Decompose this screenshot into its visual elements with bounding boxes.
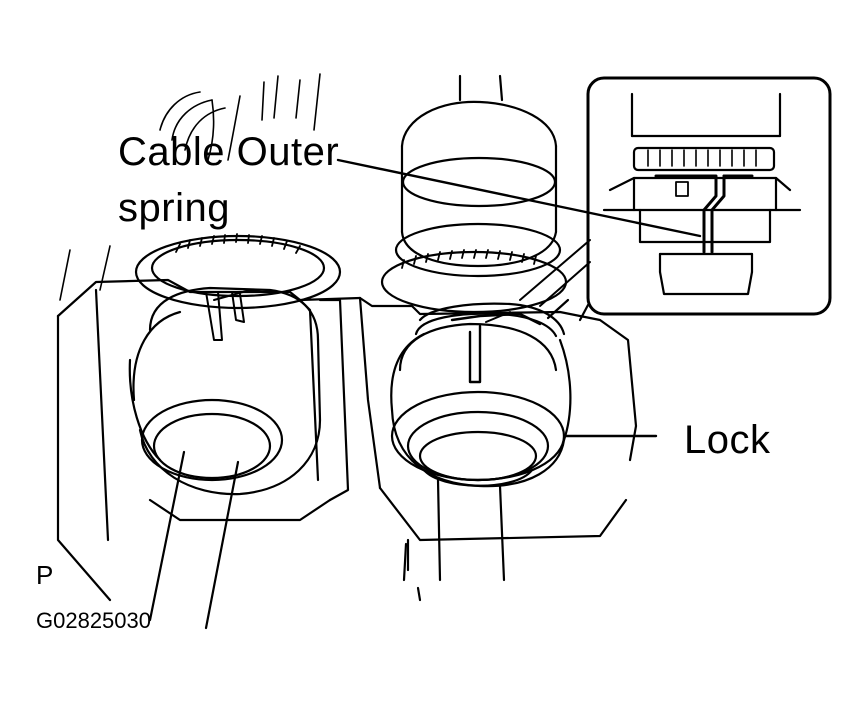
cable-outer-spring-leader <box>336 158 702 238</box>
lock-label: Lock <box>684 418 771 462</box>
left-cable-assembly <box>128 233 342 630</box>
left-bracket <box>56 278 362 602</box>
right-cable-assembly <box>380 74 572 602</box>
inset-detail <box>519 76 832 316</box>
position-mark: P <box>36 560 54 590</box>
leader-lines <box>336 158 702 438</box>
right-bracket <box>358 296 638 572</box>
cable-outer-spring-label-line1: Cable Outer <box>118 130 340 174</box>
cable-outer-spring-label-line2: spring <box>118 186 230 230</box>
figure-code: G02825030 <box>36 608 151 633</box>
